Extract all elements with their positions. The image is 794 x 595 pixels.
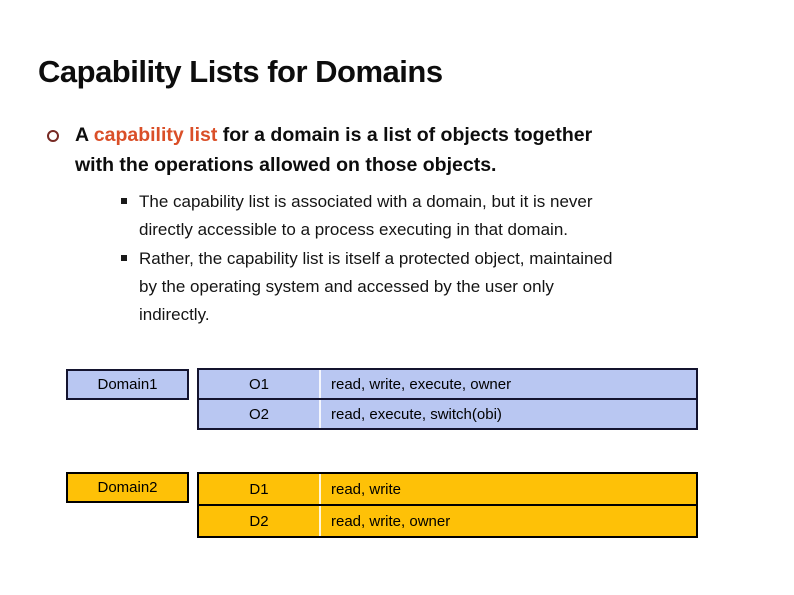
object-cell: D2: [249, 512, 269, 530]
sub-bullet-2: Rather, the capability list is itself a …: [121, 245, 761, 329]
object-cell: D1: [249, 480, 269, 498]
sub-bullet-2-text: Rather, the capability list is itself a …: [139, 245, 612, 329]
domain1-label-box: Domain1: [66, 369, 189, 400]
rights-cell: read, execute, switch(obi): [319, 400, 696, 428]
table-row: D2 read, write, owner: [199, 504, 696, 536]
table-row: O1 read, write, execute, owner: [199, 370, 696, 398]
object-cell: O1: [248, 375, 269, 393]
table-row: D1 read, write: [199, 474, 696, 504]
sub-bullet-2-line-3: indirectly.: [139, 305, 210, 324]
domain2-label-box: Domain2: [66, 472, 189, 503]
sub-bullet-1-line-1: The capability list is associated with a…: [139, 192, 593, 211]
domain1-label: Domain1: [97, 376, 158, 393]
main-bullet-prefix: A: [75, 124, 94, 146]
rights-cell: read, write: [319, 474, 696, 504]
sub-bullet-2-line-1: Rather, the capability list is itself a …: [139, 249, 613, 268]
table-row: O2 read, execute, switch(obi): [199, 398, 696, 428]
object-cell: O2: [248, 405, 269, 423]
domain2-label: Domain2: [97, 479, 158, 496]
domain2-capability-table: D1 read, write D2 read, write, owner: [197, 472, 698, 538]
square-bullet-icon: [121, 198, 127, 204]
square-bullet-icon: [121, 255, 127, 261]
sub-bullet-1-line-2: directly accessible to a process executi…: [139, 220, 569, 239]
sub-bullet-2-line-2: by the operating system and accessed by …: [139, 277, 554, 296]
slide-title: Capability Lists for Domains: [38, 54, 443, 89]
sub-bullet-1: The capability list is associated with a…: [121, 188, 761, 244]
domain1-capability-table: O1 read, write, execute, owner O2 read, …: [197, 368, 698, 430]
rights-cell: read, write, owner: [319, 506, 696, 536]
capability-list-highlight: capability list: [93, 124, 218, 146]
rights-cell: read, write, execute, owner: [319, 370, 696, 398]
main-bullet-text: A capability list for a domain is a list…: [75, 120, 735, 180]
sub-bullet-1-text: The capability list is associated with a…: [139, 188, 593, 244]
main-bullet-line2: with the operations allowed on those obj…: [75, 154, 497, 176]
main-bullet-suffix: for a domain is a list of objects togeth…: [217, 124, 593, 146]
circle-bullet-icon: [47, 130, 59, 142]
